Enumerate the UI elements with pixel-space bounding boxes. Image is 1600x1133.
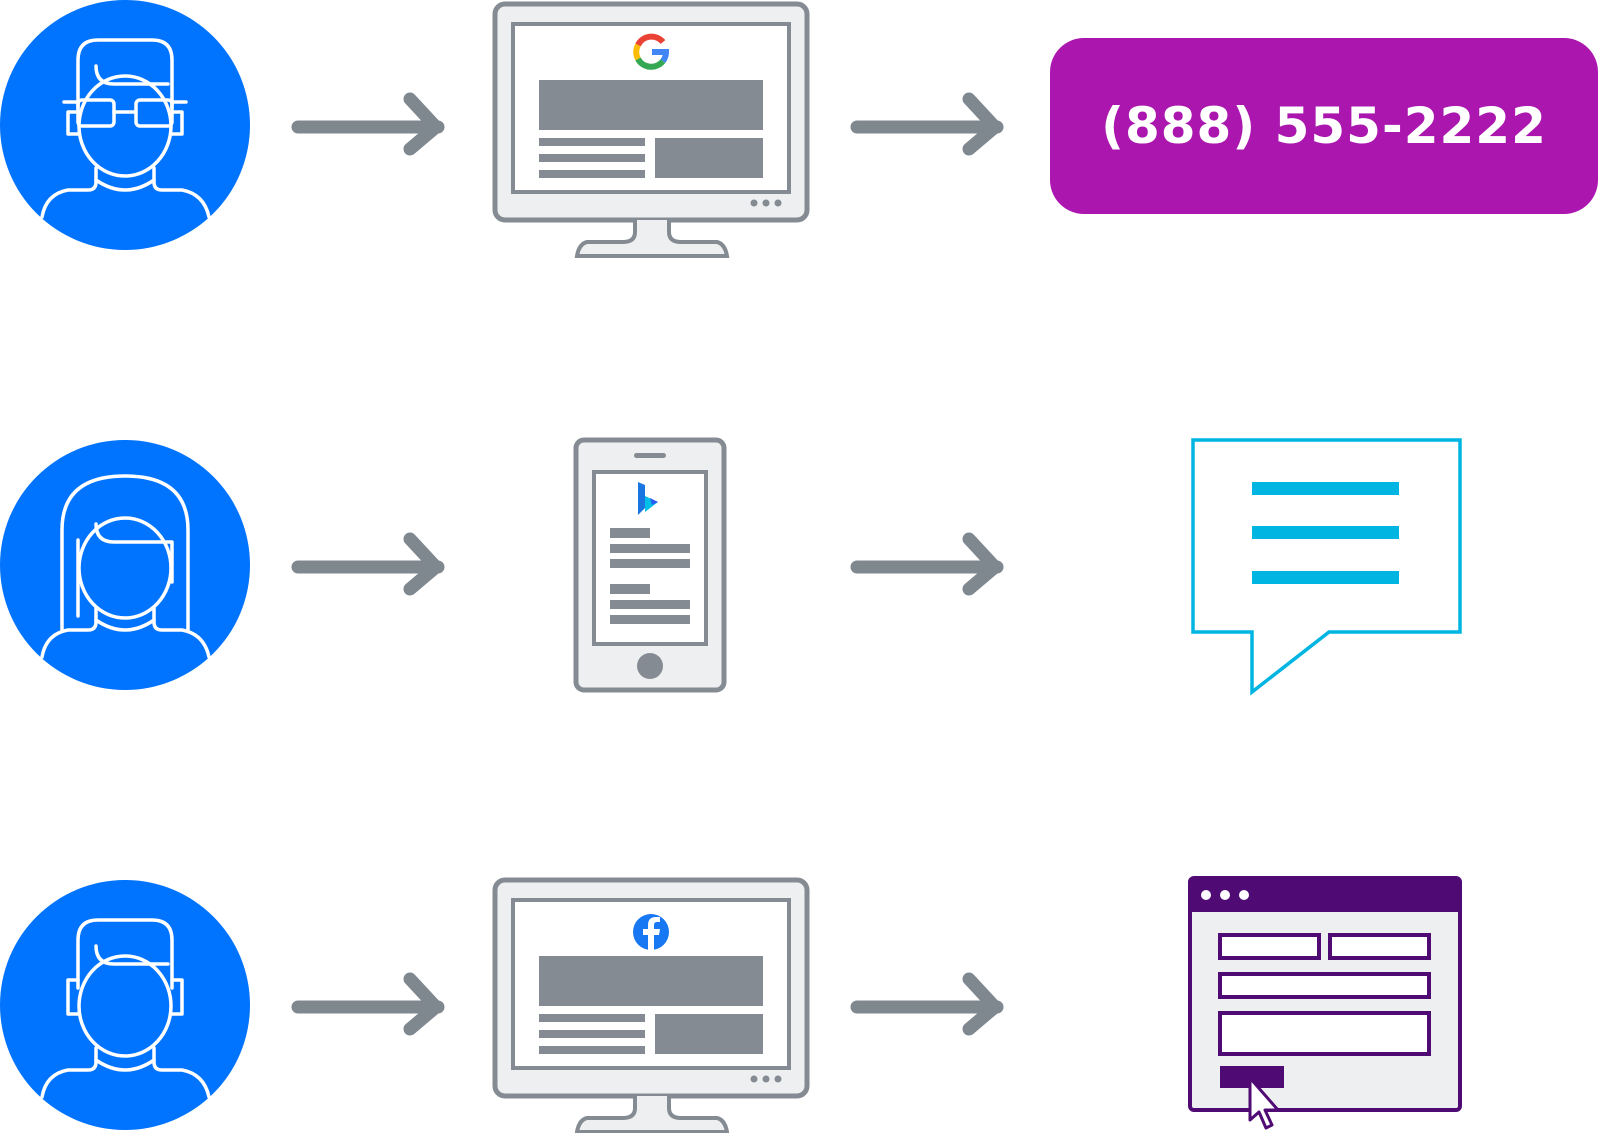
arrow-icon xyxy=(298,979,438,1029)
chat-message-icon xyxy=(1191,438,1462,696)
arrow-icon xyxy=(298,99,438,149)
phone-call-box xyxy=(1050,38,1598,214)
desktop-monitor-icon xyxy=(495,4,807,256)
mobile-phone-icon xyxy=(573,437,727,693)
web-form-icon xyxy=(1188,876,1462,1130)
arrow-icon xyxy=(857,539,997,589)
facebook-logo-icon xyxy=(633,914,669,951)
google-logo-icon xyxy=(633,33,670,70)
arrow-icon xyxy=(298,539,438,589)
bing-logo-icon xyxy=(638,482,658,515)
submit-button-shape xyxy=(1220,1066,1284,1088)
user-glasses-icon xyxy=(0,0,250,250)
user-female-icon xyxy=(0,440,250,690)
arrow-icon xyxy=(857,979,997,1029)
desktop-monitor-icon xyxy=(495,880,807,1132)
cursor-icon xyxy=(1248,1076,1280,1130)
user-male-icon xyxy=(0,880,250,1130)
phone-number: (888) 555-2222 xyxy=(1101,97,1547,155)
arrow-icon xyxy=(857,99,997,149)
